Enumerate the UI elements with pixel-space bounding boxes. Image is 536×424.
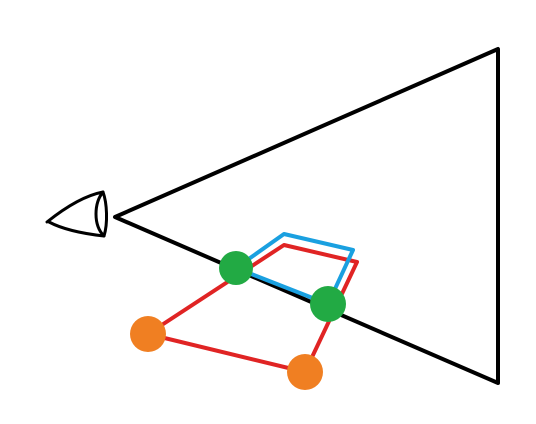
clipped-polygon bbox=[234, 232, 355, 306]
eye-pupil bbox=[94, 190, 108, 238]
eye-icon bbox=[45, 190, 108, 238]
eye-upper-lid bbox=[45, 190, 105, 224]
intersection-point bbox=[310, 286, 346, 322]
outside-vertex bbox=[287, 354, 323, 390]
view-frustum bbox=[113, 47, 500, 385]
eye-lower-lid bbox=[47, 220, 106, 238]
intersection-point bbox=[219, 251, 253, 285]
outside-vertex bbox=[130, 316, 166, 352]
